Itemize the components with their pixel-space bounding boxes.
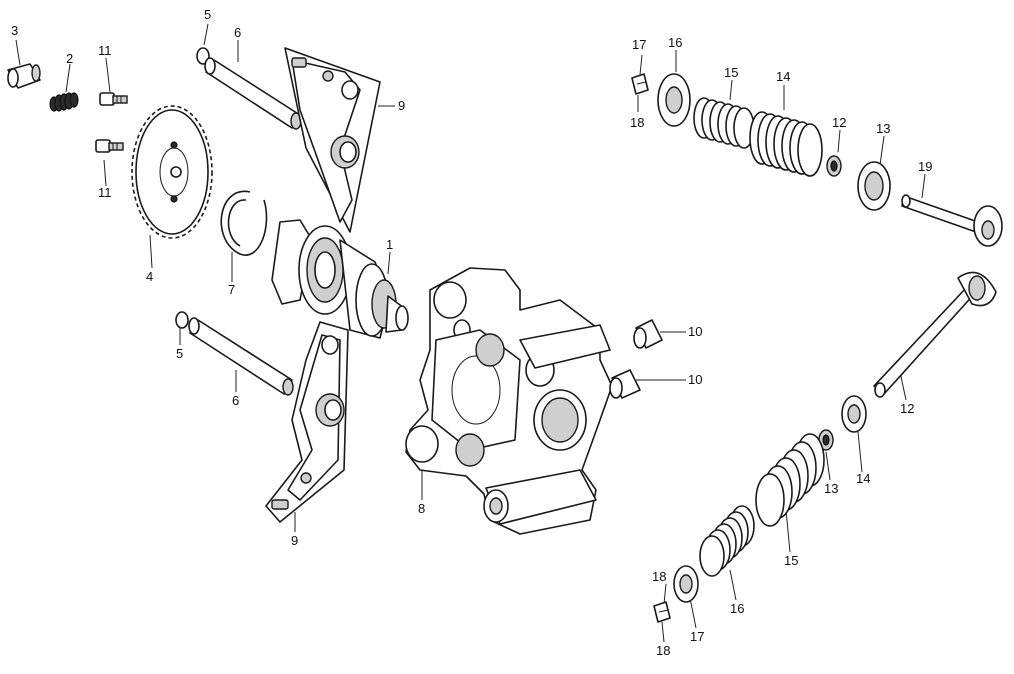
part-3-bushing [7, 63, 41, 89]
label-part-18-lower-b: 18 [656, 643, 671, 658]
part-16-spring-lower [699, 505, 755, 577]
label-part-13-lower: 13 [824, 481, 839, 496]
label-part-9-upper: 9 [398, 98, 406, 113]
label-part-14-upper: 13 [876, 121, 891, 136]
part-17-retainer-lower [673, 565, 699, 603]
label-part-11-upper: 11 [98, 43, 112, 58]
label-part-18-upper-b: 18 [630, 115, 645, 130]
leader-lines [15, 23, 926, 643]
label-part-5-upper: 5 [204, 7, 212, 22]
label-part-11-lower: 11 [98, 185, 112, 200]
part-19-valve [901, 194, 1003, 247]
part-9-rocker-arm-lower [265, 321, 349, 523]
label-part-10-upper: 10 [688, 324, 703, 339]
part-1-camshaft [271, 219, 409, 339]
label-part-8: 8 [418, 501, 426, 516]
part-4-sprocket [131, 105, 213, 239]
label-part-4: 4 [146, 269, 154, 284]
part-13-seal-upper [826, 155, 842, 177]
label-part-18-upper-a: 17 [632, 37, 647, 52]
label-part-17-lower: 17 [690, 629, 705, 644]
part-14-seat-lower [841, 395, 867, 433]
label-part-10-lower: 10 [688, 372, 703, 387]
label-part-18-lower-a: 18 [652, 569, 667, 584]
part-6-shaft-upper [204, 57, 302, 130]
label-part-5-lower: 5 [176, 346, 184, 361]
part-8-cylinder-head [405, 267, 613, 535]
label-part-16-upper: 15 [724, 65, 739, 80]
label-part-12: 12 [900, 401, 915, 416]
part-10-guide-lower [609, 369, 641, 399]
part-6-shaft-lower [188, 317, 294, 396]
part-15-spring-lower [755, 433, 825, 527]
label-part-15-upper: 14 [776, 69, 791, 84]
part-11-bolt-upper [99, 92, 128, 106]
part-11-bolt-lower [95, 139, 124, 153]
label-part-1: 1 [386, 237, 394, 252]
part-18-keeper-lower [653, 601, 671, 623]
part-10-guide-upper [633, 319, 663, 349]
part-18-keeper-upper [631, 73, 649, 95]
part-12-valve [873, 271, 997, 398]
label-part-7: 7 [228, 282, 236, 297]
label-part-19: 19 [918, 159, 933, 174]
label-part-16-lower: 16 [730, 601, 745, 616]
label-part-15-lower: 15 [784, 553, 799, 568]
label-part-2: 2 [66, 51, 74, 66]
part-9-rocker-arm-upper [284, 47, 381, 233]
label-part-6-lower: 6 [232, 393, 240, 408]
part-14-seat-upper [857, 161, 891, 211]
part-5-circlip-lower [175, 311, 189, 329]
label-part-3: 3 [11, 23, 19, 38]
label-part-9-lower: 9 [291, 533, 299, 548]
label-part-14-lower: 14 [856, 471, 871, 486]
part-17-retainer-upper [657, 73, 691, 127]
label-part-13-upper: 12 [832, 115, 847, 130]
label-part-17-upper: 16 [668, 35, 683, 50]
part-15-spring-upper [749, 111, 823, 177]
label-part-6-upper: 6 [234, 25, 242, 40]
part-5-circlip-upper [196, 47, 210, 65]
part-7-ring [220, 190, 268, 256]
part-16-spring-upper [693, 97, 755, 149]
part-2-spring [49, 92, 79, 112]
